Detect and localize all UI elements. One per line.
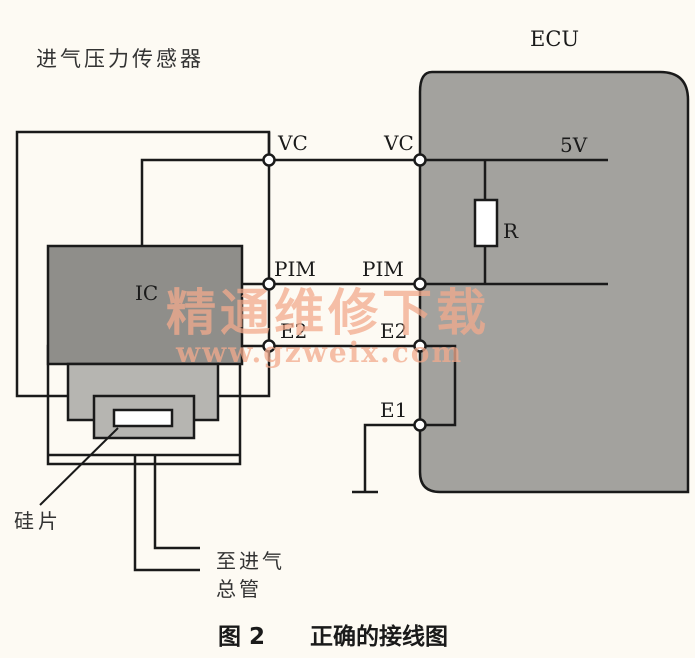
ecu-vc-terminal — [413, 153, 427, 167]
e2-e1-jumper — [420, 344, 457, 427]
ecu-pim-label: PIM — [362, 257, 404, 281]
sensor-title: 进气压力传感器 — [36, 47, 204, 71]
chip-pointer-line — [39, 427, 119, 506]
ic-label: IC — [135, 281, 158, 305]
resistor-label: R — [503, 219, 519, 243]
sensor-vc-label: VC — [277, 131, 308, 155]
silicon-chip — [112, 408, 174, 428]
ecu-pim-terminal — [413, 277, 427, 291]
supply-voltage-label: 5V — [560, 133, 588, 157]
ecu-box — [418, 70, 690, 494]
watermark-url: www.gzweix.com — [175, 336, 463, 369]
ecu-e1-terminal — [413, 418, 427, 432]
sensor-pim-label: PIM — [274, 257, 316, 281]
manifold-label-line1: 至进气 — [216, 549, 285, 573]
ecu-e2-label: E2 — [380, 319, 407, 343]
figure-title: 正确的接线图 — [310, 623, 448, 650]
figure-number: 图 2 — [218, 624, 265, 650]
ecu-vc-label: VC — [383, 131, 414, 155]
sensor-pim-terminal — [262, 277, 276, 291]
resistor — [473, 198, 499, 248]
vc-wire — [140, 158, 608, 246]
intake-pipe — [48, 453, 240, 572]
chip-label: 硅片 — [14, 509, 62, 533]
ecu-e2-terminal — [413, 339, 427, 353]
manifold-label-line2: 总管 — [216, 577, 262, 601]
ecu-e1-label: E1 — [380, 398, 407, 422]
sensor-e2-label: E2 — [280, 319, 307, 343]
sensor-e2-terminal — [262, 339, 276, 353]
ic-block — [46, 244, 244, 366]
ecu-title: ECU — [530, 27, 579, 51]
watermark-title: 精通维修下载 — [166, 284, 490, 342]
e1-ground-wire — [363, 423, 420, 492]
sensor-vc-terminal — [262, 153, 276, 167]
